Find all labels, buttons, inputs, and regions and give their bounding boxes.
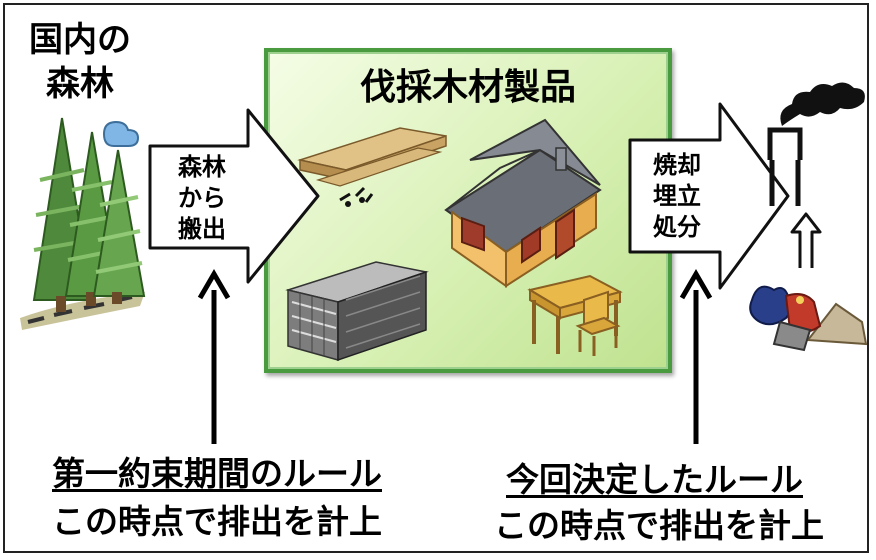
timber-stack-icon xyxy=(285,261,429,362)
arrow-to-disposal xyxy=(628,102,790,290)
arrow-from-forest-label: 森林 から 搬出 xyxy=(178,153,226,243)
arrow-from-forest xyxy=(148,108,320,284)
house-icon xyxy=(444,118,602,288)
arrow-to-disposal-label: 焼却 埋立 処分 xyxy=(653,151,701,241)
outer-frame xyxy=(3,3,869,553)
left-rule-pointer xyxy=(197,269,231,444)
waste-pile-icon xyxy=(749,285,868,352)
products-title: 伐採木材製品 xyxy=(359,67,576,108)
smokestack-icon xyxy=(767,82,865,206)
rule-right-note: この時点で排出を計上 xyxy=(494,506,824,545)
right-rule-pointer xyxy=(679,269,713,444)
desk-chair-icon xyxy=(527,274,623,356)
cloud-icon xyxy=(102,120,140,147)
up-arrow-icon xyxy=(790,212,822,268)
forest-label: 国内の 森林 xyxy=(29,20,131,104)
rule-right-title: 今回決定したルール xyxy=(506,460,803,499)
lumber-icon xyxy=(297,127,447,207)
tree-icon xyxy=(92,149,146,304)
rule-left-title: 第一約束期間のルール xyxy=(52,454,382,493)
rule-left-note: この時点で排出を計上 xyxy=(52,502,382,541)
